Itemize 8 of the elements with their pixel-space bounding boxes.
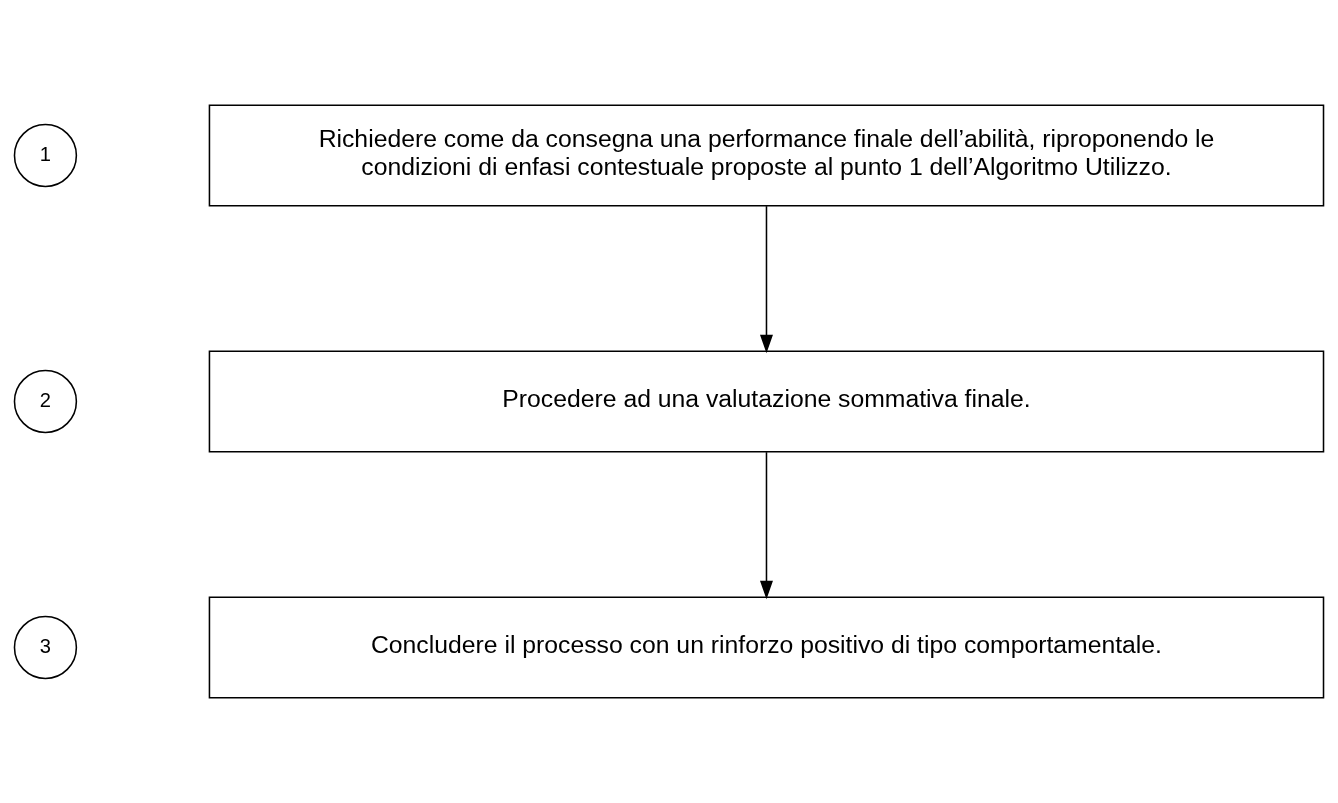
node-box: Concludere il processo con un rinforzo positivo di tipo comportamentale. bbox=[208, 596, 1325, 699]
arrow bbox=[759, 205, 773, 354]
arrow bbox=[759, 451, 773, 600]
node-circle: 3 bbox=[13, 615, 78, 680]
node-box: Richiedere come da consegna una performance finale dell’abilità, riproponendo le condizioni di enfasi contestuale proposte al punto 1 dell’Algoritmo Utilizzo. bbox=[208, 104, 1325, 207]
node-box: Procedere ad una valutazione sommativa finale. bbox=[208, 350, 1325, 453]
node-circle: 2 bbox=[13, 369, 78, 434]
node-circle: 1 bbox=[13, 123, 78, 188]
